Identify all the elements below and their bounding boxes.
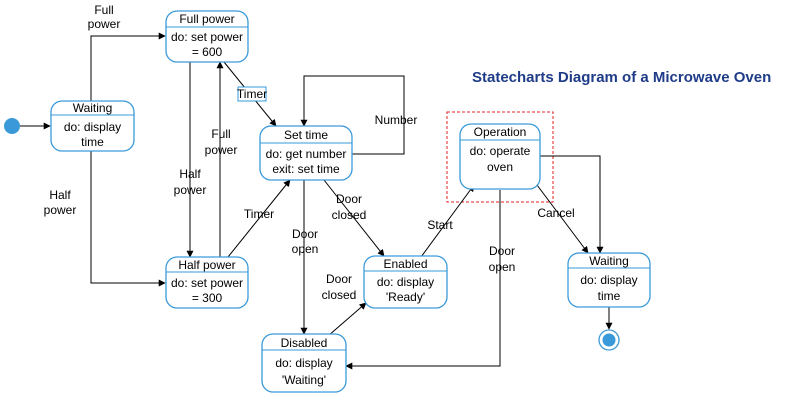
label-full-power-mid: power [205, 143, 238, 157]
label-half-power-mid: power [174, 183, 207, 197]
label-full-power-top: power [88, 17, 121, 31]
label-door-closed-left: Door [326, 272, 352, 286]
edge-settime-enabled [323, 179, 385, 257]
edge-operation-disabled [345, 190, 501, 370]
initial-state [4, 118, 20, 134]
state-full-power: Full power do: set power = 600 [165, 10, 249, 63]
state-activity: do: get number [266, 147, 347, 161]
state-name: Set time [284, 128, 328, 142]
label-door-open-left: open [292, 242, 319, 256]
state-name: Waiting [73, 101, 113, 115]
state-set-time: Set time do: get number exit: set time [259, 125, 353, 181]
state-waiting-left: Waiting do: display time [50, 100, 135, 152]
edge-waiting-fullpower [90, 32, 166, 101]
final-state [598, 329, 620, 351]
label-number: Number [375, 113, 418, 127]
state-name: Full power [179, 12, 234, 26]
state-activity: 'Ready' [386, 290, 425, 304]
transition-labels: Full power Half power Half power Full po… [44, 3, 575, 302]
state-waiting-right: Waiting do: display time [567, 252, 651, 308]
transitions [20, 32, 613, 370]
label-timer-top: Timer [237, 87, 267, 101]
state-activity: time [81, 135, 104, 149]
state-activity: = 300 [192, 291, 223, 305]
label-cancel: Cancel [537, 206, 574, 220]
edge-operation-waiting [540, 155, 604, 254]
edge-operation-waiting-cancel [536, 184, 589, 254]
state-activity: do: display [377, 275, 434, 289]
edge-settime-self [300, 75, 405, 155]
state-operation: Operation do: operate oven [459, 123, 541, 190]
label-door-open-right: open [489, 260, 516, 274]
edge-waiting-halfpower [90, 151, 166, 287]
label-door-closed-right: Door [336, 192, 362, 206]
state-half-power: Half power do: set power = 300 [165, 256, 249, 309]
state-activity: time [598, 289, 621, 303]
label-half-power-mid: Half [179, 167, 201, 181]
state-activity: do: set power [171, 30, 243, 44]
label-door-open-right: Door [489, 244, 515, 258]
state-name: Enabled [383, 257, 427, 271]
edge-disabled-enabled [327, 302, 367, 337]
state-disabled: Disabled do: display 'Waiting' [261, 333, 347, 393]
label-door-closed-right: closed [332, 208, 367, 222]
label-full-power-top: Full [94, 3, 113, 17]
state-name: Waiting [589, 254, 629, 268]
label-half-power-left: Half [49, 188, 71, 202]
state-activity: exit: set time [272, 162, 340, 176]
state-activity: do: operate [470, 144, 531, 158]
state-activity: do: set power [171, 276, 243, 290]
state-activity: 'Waiting' [282, 373, 326, 387]
state-enabled: Enabled do: display 'Ready' [363, 255, 448, 309]
state-activity: do: display [275, 356, 332, 370]
state-activity: = 600 [192, 45, 223, 59]
label-timer-bottom: Timer [244, 207, 274, 221]
state-activity: do: display [580, 273, 637, 287]
edge-halfpower-settime [227, 179, 291, 258]
label-start: Start [427, 218, 453, 232]
label-full-power-mid: Full [211, 127, 230, 141]
diagram-title: Statecharts Diagram of a Microwave Oven [472, 69, 771, 86]
label-door-closed-left: closed [322, 288, 357, 302]
state-name: Disabled [281, 336, 328, 350]
state-activity: oven [487, 160, 513, 174]
label-half-power-left: power [44, 203, 77, 217]
edge-enabled-operation [420, 184, 475, 258]
state-name: Half power [178, 258, 235, 272]
operation-highlight [446, 111, 554, 203]
label-door-open-left: Door [292, 227, 318, 241]
state-name: Operation [474, 125, 527, 139]
state-activity: do: display [64, 120, 121, 134]
